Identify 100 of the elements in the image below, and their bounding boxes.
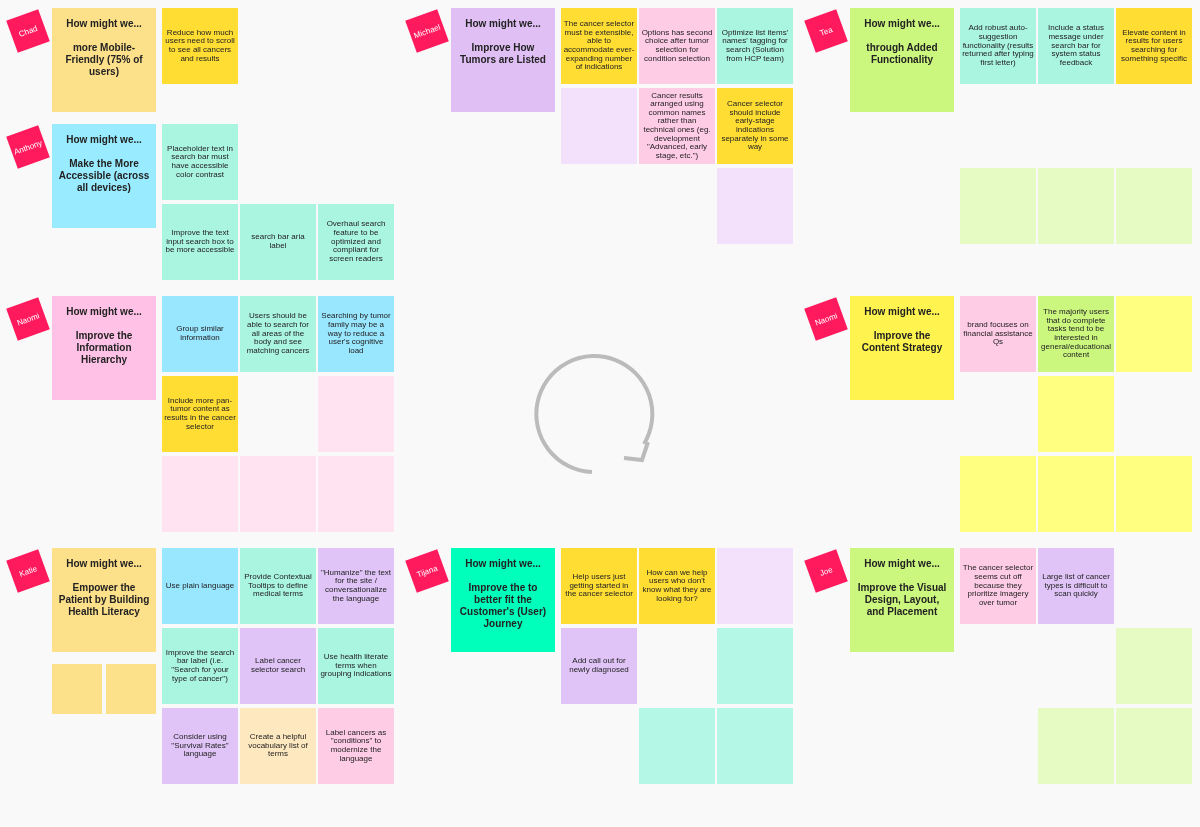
note-text: Improve the text input search box to be more accessible — [164, 229, 236, 255]
prompt-text: Improve the to better fit the Customer's (User) Journey — [458, 582, 548, 630]
prompt-text: Improve the Content Strategy — [860, 330, 944, 354]
sticky-note — [162, 548, 238, 624]
sticky-note — [717, 168, 793, 244]
sticky-note — [240, 204, 316, 280]
sticky-note — [1038, 548, 1114, 624]
name-label: Naomi — [15, 310, 41, 328]
note-text: Create a helpful vocabulary list of terms — [247, 733, 309, 759]
note-text: Placeholder text in search bar must have accessible color contrast — [166, 144, 234, 180]
sticky-note — [1038, 376, 1114, 452]
note-text: Elevate content in results for users searching for something specific — [1120, 28, 1188, 64]
sticky-note — [561, 8, 637, 84]
sticky-note — [1116, 296, 1192, 372]
prompt-text: Make the More Accessible (across all devices) — [57, 158, 151, 194]
prompt-heading: How might we... — [66, 558, 142, 570]
note-text: Label cancer selector search — [249, 657, 307, 675]
prompt-text: Improve the Visual Design, Layout, and Placement — [856, 582, 948, 618]
sticky-note — [162, 628, 238, 704]
note-text: Use plain language — [165, 581, 235, 591]
prompt-text: Improve the Information Hierarchy — [74, 330, 134, 366]
sticky-note — [52, 548, 156, 652]
sticky-note — [1038, 168, 1114, 244]
name-label: Tea — [818, 24, 834, 38]
note-text: Overhaul search feature to be optimized and compliant for screen readers — [325, 220, 387, 264]
note-text: Label cancers as "conditions" to modernize the language — [324, 728, 388, 764]
note-text: Consider using "Survival Rates" language — [170, 733, 230, 759]
name-label: Tijana — [415, 563, 439, 579]
sticky-note — [52, 296, 156, 400]
note-text: Searching by tumor family may be a way to reduce a user's cognitive load — [320, 312, 392, 356]
sticky-note — [850, 296, 954, 400]
sticky-note — [717, 708, 793, 784]
sticky-note — [162, 8, 238, 84]
prompt-heading: How might we... — [864, 306, 940, 318]
note-text: Add robust auto-suggestion functionality (results returned after typing first letter) — [962, 24, 1034, 68]
sticky-note — [960, 168, 1036, 244]
note-text: search bar aria label — [250, 233, 306, 251]
note-text: brand focuses on financial assistance Qs — [962, 321, 1034, 347]
sticky-note — [717, 548, 793, 624]
note-text: Include a status message under search bar for system status feedback — [1046, 24, 1105, 68]
prompt-text: more Mobile-Friendly (75% of users) — [64, 42, 144, 78]
sticky-note — [240, 548, 316, 624]
name-label: Katie — [17, 563, 39, 579]
note-text: Include more pan-tumor content as results in the cancer selector — [164, 396, 236, 432]
note-text: Provide Contextual Tooltips to define medical terms — [243, 573, 313, 599]
prompt-heading: How might we... — [66, 134, 142, 146]
prompt-text: Empower the Patient by Building Health Literacy — [57, 582, 151, 618]
note-text: The cancer selector must be extensible, able to accommodate ever-expanding number of indications — [563, 20, 635, 72]
sticky-note — [561, 548, 637, 624]
sticky-note — [162, 376, 238, 452]
sticky-note — [1116, 456, 1192, 532]
sticky-note — [850, 548, 954, 652]
sticky-note — [1116, 8, 1192, 84]
note-text: The cancer selector seems cut off because they prioritize imagery over tumor — [962, 564, 1034, 608]
prompt-heading: How might we... — [864, 558, 940, 570]
sticky-note — [1116, 168, 1192, 244]
note-text: Reduce how much users need to scroll to see all cancers and results — [164, 28, 236, 64]
sticky-note — [639, 708, 715, 784]
note-text: Help users just getting started in the cancer selector — [564, 573, 634, 599]
prompt-heading: How might we... — [66, 18, 142, 30]
sticky-note — [318, 548, 394, 624]
sticky-note — [717, 88, 793, 164]
sticky-note — [960, 548, 1036, 624]
name-label: Chad — [17, 23, 39, 39]
sticky-note — [1038, 708, 1114, 784]
note-text: Options has second choice after tumor selection for condition selection — [641, 28, 713, 64]
sticky-note — [162, 204, 238, 280]
sticky-note — [318, 708, 394, 784]
sticky-note — [1038, 456, 1114, 532]
sticky-note — [850, 8, 954, 112]
name-label: Joe — [818, 564, 834, 578]
name-label: Naomi — [813, 310, 839, 328]
sticky-note — [52, 124, 156, 228]
note-text: Cancer selector should include early-stage indications separately in some way — [720, 100, 790, 152]
sticky-note — [451, 548, 555, 652]
prompt-heading: How might we... — [465, 18, 541, 30]
sticky-note — [717, 628, 793, 704]
sticky-note — [639, 8, 715, 84]
sticky-note — [960, 296, 1036, 372]
sticky-note — [1038, 8, 1114, 84]
sticky-note — [162, 708, 238, 784]
prompt-heading: How might we... — [66, 306, 142, 318]
sticky-note — [1038, 296, 1114, 372]
sticky-note — [960, 8, 1036, 84]
sticky-note — [52, 664, 102, 714]
sticky-note — [1116, 708, 1192, 784]
prompt-heading: How might we... — [864, 18, 940, 30]
sticky-note — [717, 8, 793, 84]
sticky-note — [318, 204, 394, 280]
sticky-note — [106, 664, 156, 714]
sticky-note — [162, 124, 238, 200]
sticky-note — [318, 628, 394, 704]
note-text: Group similar information — [175, 325, 225, 343]
note-text: Large list of cancer types is difficult to scan quickly — [1041, 573, 1111, 599]
sticky-note — [240, 708, 316, 784]
sticky-note — [561, 628, 637, 704]
sticky-note — [960, 456, 1036, 532]
note-text: Add call out for newly diagnosed — [568, 657, 630, 675]
prompt-text: Improve How Tumors are Listed — [459, 42, 547, 66]
note-text: Cancer results arranged using common names rather than technical ones (eg. development "Advanced, early stage, etc.") — [642, 91, 712, 161]
